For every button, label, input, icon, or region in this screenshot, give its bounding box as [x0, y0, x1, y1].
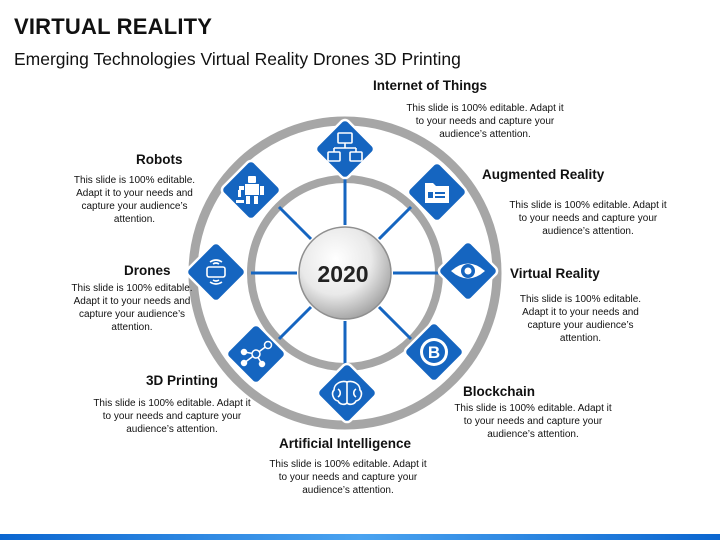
spoke [277, 305, 313, 341]
desc-drones: This slide is 100% editable. Adapt it to… [71, 283, 193, 333]
molecule-icon [240, 340, 273, 368]
node-internet-of-things [314, 118, 376, 180]
phone-signal-icon [206, 259, 226, 285]
footer-accent-bar [0, 534, 720, 540]
blockchain-b-icon: B [420, 338, 448, 366]
node-3d-printing [225, 323, 287, 385]
slide-title: VIRTUAL REALITY [14, 14, 213, 39]
spoke [377, 205, 413, 241]
label-artificial-intelligence: Artificial Intelligence [279, 436, 412, 451]
spoke [377, 305, 413, 341]
brain-icon [331, 380, 363, 406]
desc-robots: This slide is 100% editable. Adapt it to… [73, 175, 196, 225]
desc-3d-printing: This slide is 100% editable. Adapt it to… [93, 398, 251, 435]
node-blockchain: B [403, 321, 465, 383]
slide-subtitle: Emerging Technologies Virtual Reality Dr… [14, 49, 461, 69]
label-robots: Robots [136, 152, 183, 167]
label-blockchain: Blockchain [463, 384, 536, 399]
label-augmented-reality: Augmented Reality [482, 167, 605, 182]
center-hub [298, 226, 392, 320]
robot-icon [236, 176, 264, 204]
desc-internet-of-things: This slide is 100% editable. Adapt it to… [406, 103, 564, 140]
spoke [277, 205, 313, 241]
node-robots [220, 159, 282, 221]
spokes [251, 179, 439, 367]
svg-text:B: B [428, 343, 440, 362]
desc-blockchain: This slide is 100% editable. Adapt it to… [454, 403, 612, 440]
desc-artificial-intelligence: This slide is 100% editable. Adapt it to… [269, 459, 427, 496]
network-icon [327, 132, 363, 162]
folder-document-icon [425, 183, 449, 203]
label-virtual-reality: Virtual Reality [510, 266, 600, 281]
label-3d-printing: 3D Printing [146, 373, 219, 388]
node-virtual-reality [437, 240, 499, 302]
desc-augmented-reality: This slide is 100% editable. Adapt it to… [509, 200, 667, 237]
desc-virtual-reality: This slide is 100% editable. Adapt it to… [519, 294, 642, 344]
label-drones: Drones [124, 263, 171, 278]
label-internet-of-things: Internet of Things [373, 78, 487, 93]
node-artificial-intelligence [316, 362, 378, 424]
eye-icon [451, 263, 485, 279]
node-augmented-reality [406, 161, 468, 223]
node-drones [185, 241, 247, 303]
center-year: 2020 [317, 261, 368, 287]
